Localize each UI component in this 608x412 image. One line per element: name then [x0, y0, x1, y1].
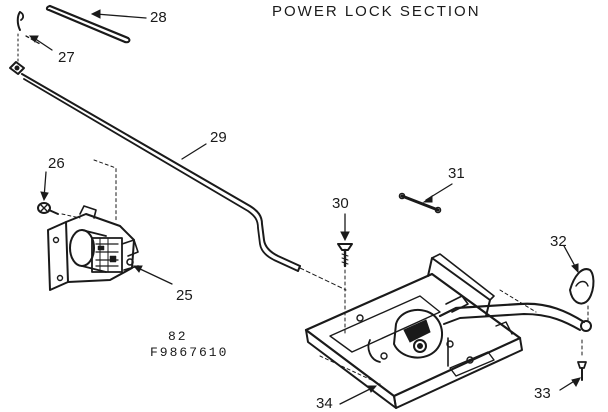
part-25-actuator: [47, 159, 173, 291]
rod-end-bracket: [9, 61, 25, 75]
callout-28: 28: [150, 9, 167, 26]
callout-33: 33: [534, 385, 551, 402]
part-29-long-rod: [21, 73, 347, 291]
callout-34: 34: [316, 395, 333, 412]
callout-30: 30: [332, 195, 349, 212]
leader-28: [95, 13, 147, 19]
part-28-rod: [45, 4, 131, 44]
callout-32: 32: [550, 233, 567, 250]
callout-25: 25: [176, 287, 193, 304]
part-34-lock-assembly: [304, 253, 592, 409]
callout-26: 26: [48, 155, 65, 172]
part-30-screw: [337, 213, 353, 337]
diagram-title: POWER LOCK SECTION: [272, 3, 481, 20]
callout-31: 31: [448, 165, 465, 182]
leader-27: [33, 37, 53, 51]
part-32-knob: [563, 245, 595, 323]
part-31-rod: [398, 183, 453, 214]
arrow-28: [90, 9, 101, 19]
part-33-screw: [559, 339, 587, 391]
arrow-27: [28, 35, 39, 43]
callout-27: 27: [58, 49, 75, 66]
drawing-id-line2: F9867610: [150, 345, 229, 360]
part-26-screw: [37, 171, 81, 219]
callout-29: 29: [210, 129, 227, 146]
drawing-id-line1: 82: [168, 329, 188, 344]
